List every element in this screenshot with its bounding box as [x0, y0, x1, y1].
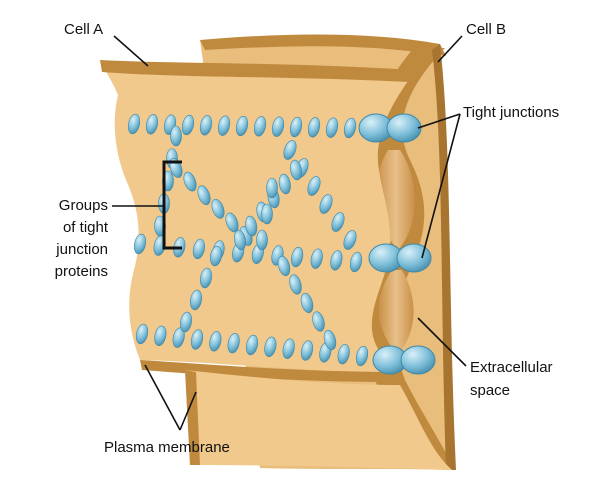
protein-bead	[307, 176, 321, 196]
protein-bead	[192, 238, 205, 260]
junction-knob	[400, 345, 436, 375]
tight-junction-knobs	[358, 113, 436, 375]
protein-bead	[325, 117, 339, 138]
label-extracellular-line2: space	[470, 382, 510, 399]
protein-bead	[331, 212, 345, 232]
protein-bead	[127, 113, 141, 135]
protein-bead	[133, 233, 147, 255]
leader-lines	[112, 35, 467, 431]
protein-bead	[261, 203, 273, 225]
protein-bead	[199, 115, 213, 136]
extracellular-gap-lower	[378, 270, 414, 355]
protein-bead	[290, 159, 302, 181]
groups-bracket	[162, 160, 182, 250]
protein-bead	[181, 114, 195, 136]
protein-bead	[217, 115, 231, 136]
protein-bead	[234, 229, 246, 251]
protein-bead	[227, 333, 240, 354]
junction-knob	[386, 113, 422, 143]
protein-bead	[190, 289, 202, 311]
protein-bead	[145, 114, 159, 135]
leader-extracellular	[417, 317, 467, 367]
protein-bead	[289, 116, 303, 138]
label-groups-line1: Groups	[59, 197, 108, 214]
protein-bead	[235, 115, 249, 137]
protein-bead	[135, 323, 149, 345]
leader-tight-lower	[421, 113, 461, 259]
protein-bead	[278, 173, 291, 195]
cell-a-membrane	[100, 60, 452, 470]
protein-bead	[200, 267, 212, 289]
protein-bead	[355, 345, 369, 367]
junction-knob	[396, 243, 432, 273]
protein-bead	[349, 251, 363, 273]
protein-bead	[225, 212, 239, 233]
leader-cell-a	[113, 35, 149, 67]
protein-bead	[310, 248, 323, 269]
protein-bead	[291, 246, 304, 268]
protein-bead	[197, 185, 211, 206]
protein-bead	[307, 117, 321, 138]
protein-bead	[256, 229, 268, 251]
protein-bead	[266, 177, 278, 199]
protein-bead	[300, 292, 314, 314]
protein-bead	[319, 194, 333, 214]
protein-bead	[170, 125, 182, 147]
leader-cell-b	[437, 35, 463, 63]
protein-bead	[277, 255, 291, 277]
protein-bead	[211, 198, 225, 219]
leader-plasma-a	[144, 364, 181, 431]
label-cell-b: Cell B	[466, 21, 506, 38]
label-tight-junctions: Tight junctions	[463, 104, 559, 121]
protein-bead	[312, 311, 325, 332]
protein-bead	[245, 215, 258, 237]
protein-bead	[300, 340, 314, 361]
protein-bead	[264, 336, 277, 357]
label-extracellular-line1: Extracellular	[470, 359, 553, 376]
leader-tight-upper	[417, 113, 461, 129]
protein-bead	[337, 344, 350, 365]
protein-bead	[190, 329, 204, 350]
label-cell-a: Cell A	[64, 21, 103, 38]
label-groups-line3: junction	[55, 241, 108, 258]
protein-bead	[289, 274, 302, 295]
protein-bead	[271, 116, 285, 137]
protein-bead	[283, 140, 297, 160]
label-groups-line2: of tight	[63, 219, 109, 236]
protein-bead	[209, 331, 222, 352]
protein-bead	[330, 250, 343, 271]
protein-bead	[323, 329, 337, 351]
label-groups-line4: proteins	[55, 263, 108, 280]
label-plasma-membrane: Plasma membrane	[104, 439, 230, 456]
protein-bead	[245, 334, 259, 356]
protein-bead	[282, 338, 295, 359]
protein-bead	[183, 171, 197, 192]
protein-bead	[210, 245, 222, 267]
leader-plasma-b	[179, 391, 197, 431]
protein-bead	[343, 117, 357, 139]
protein-bead	[343, 230, 357, 250]
protein-bead	[180, 311, 192, 333]
protein-bead	[154, 325, 167, 346]
protein-bead	[253, 116, 267, 137]
